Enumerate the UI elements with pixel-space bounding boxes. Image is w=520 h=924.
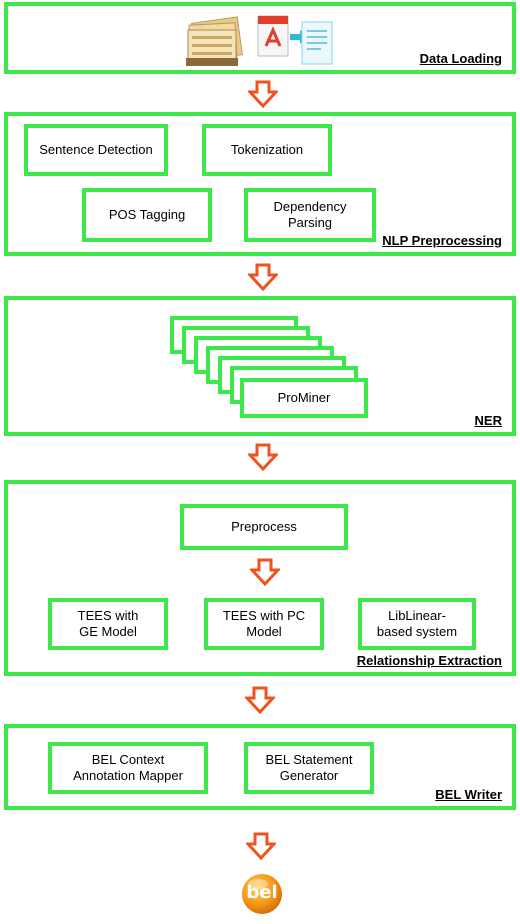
preprocess-box: Preprocess	[180, 504, 348, 550]
flow-arrow-icon	[248, 263, 278, 291]
stage-title-ner: NER	[474, 413, 502, 428]
stage-nlp-preprocessing: Sentence Detection Tokenization POS Tagg…	[4, 112, 516, 256]
bel-statement-generator-box: BEL Statement Generator	[244, 742, 374, 794]
flow-arrow-icon	[248, 443, 278, 471]
sentence-detection-box: Sentence Detection	[24, 124, 168, 176]
bel-context-mapper-label: BEL Context Annotation Mapper	[73, 752, 183, 783]
dependency-parsing-label: Dependency Parsing	[273, 199, 347, 230]
pos-tagging-box: POS Tagging	[82, 188, 212, 242]
flow-arrow-icon	[250, 558, 280, 586]
stage-ner: ProMiner NER	[4, 296, 516, 436]
bel-logo-text: bel	[246, 882, 278, 903]
prominer-label: ProMiner	[277, 390, 331, 405]
stage-title-data-loading: Data Loading	[419, 51, 502, 66]
stage-title-nlp: NLP Preprocessing	[382, 233, 502, 248]
stage-data-loading: Data Loading	[4, 2, 516, 74]
sentence-detection-label: Sentence Detection	[39, 142, 153, 157]
pdf-to-text-icon	[257, 15, 333, 65]
bel-context-mapper-box: BEL Context Annotation Mapper	[48, 742, 208, 794]
tees-pc-box: TEES with PC Model	[204, 598, 324, 650]
stage-bel-writer: BEL Context Annotation Mapper BEL Statem…	[4, 724, 516, 810]
prominer-box: ProMiner	[240, 378, 368, 418]
tees-ge-box: TEES with GE Model	[48, 598, 168, 650]
stage-title-bel-writer: BEL Writer	[435, 787, 502, 802]
stage-title-relationship: Relationship Extraction	[356, 653, 502, 668]
liblinear-box: LibLinear- based system	[358, 598, 476, 650]
tokenization-box: Tokenization	[202, 124, 332, 176]
dependency-parsing-box: Dependency Parsing	[244, 188, 376, 242]
flow-arrow-icon	[248, 80, 278, 108]
flow-arrow-icon	[245, 686, 275, 714]
stage-relationship-extraction: Preprocess TEES with GE Model TEES with …	[4, 480, 516, 676]
documents-icon	[186, 16, 243, 66]
bel-statement-generator-label: BEL Statement Generator	[265, 752, 353, 783]
liblinear-label: LibLinear- based system	[376, 608, 458, 639]
bel-logo-icon: bel	[240, 872, 284, 916]
preprocess-label: Preprocess	[231, 519, 297, 534]
flow-arrow-icon	[246, 832, 276, 860]
tees-pc-label: TEES with PC Model	[222, 608, 306, 639]
tees-ge-label: TEES with GE Model	[77, 608, 139, 639]
pos-tagging-label: POS Tagging	[108, 207, 186, 222]
tokenization-label: Tokenization	[230, 142, 304, 157]
